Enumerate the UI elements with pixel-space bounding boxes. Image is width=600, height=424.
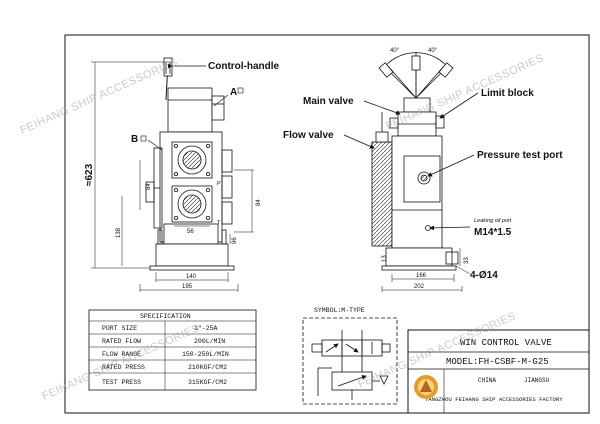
symbol-title: SYMBOL:M-TYPE bbox=[314, 307, 365, 314]
side-callouts bbox=[343, 92, 479, 231]
main-valve-label: Main valve bbox=[303, 96, 354, 107]
side-callout-text: Main valve Limit block Flow valve Pressu… bbox=[283, 88, 563, 238]
flow-valve-label: Flow valve bbox=[283, 130, 334, 141]
spec-row-name: FLOW RANGE bbox=[102, 351, 141, 358]
title-block-country: CHINA bbox=[478, 377, 496, 384]
spec-row-value: 315KGF/CM2 bbox=[188, 379, 227, 386]
hydraulic-symbol: SYMBOL:M-TYPE bbox=[302, 307, 398, 405]
spec-row-value: 210KGF/CM2 bbox=[188, 364, 227, 371]
front-dimension-text: ≈623 138 140 195 56 84 84 96 bbox=[84, 163, 262, 290]
front-view bbox=[145, 57, 235, 271]
overall-height-dim: ≈623 bbox=[84, 163, 95, 186]
dim-202: 202 bbox=[414, 284, 425, 290]
callout-control-handle: Control-handle bbox=[168, 61, 280, 72]
title-block-title: WIN CONTROL VALVE bbox=[460, 338, 552, 348]
limit-block-label: Limit block bbox=[481, 88, 534, 99]
title-block-model: MODEL:FH-CSBF-M-G25 bbox=[446, 357, 549, 367]
mount-holes-label: 4-Ø14 bbox=[470, 270, 498, 281]
control-handle-label: Control-handle bbox=[208, 61, 280, 72]
angle-left: 40° bbox=[390, 48, 400, 54]
spec-row-name: PORT SIZE bbox=[102, 325, 137, 332]
side-dimensions bbox=[381, 248, 471, 292]
spec-table: SPECIFICATION PORT SIZE 1"-25A RATED FLO… bbox=[88, 309, 257, 391]
leaking-oil-port-label: Leaking oil port bbox=[474, 218, 512, 224]
dim-140: 140 bbox=[186, 274, 197, 280]
port-p-label: P bbox=[217, 181, 221, 187]
pressure-test-port-label: Pressure test port bbox=[477, 150, 563, 161]
dim-56: 56 bbox=[187, 229, 194, 235]
dim-84-right: 84 bbox=[256, 199, 262, 206]
spec-row-value: 1"-25A bbox=[194, 325, 218, 332]
spec-row-name: RATED PRESS bbox=[102, 364, 145, 371]
dim-84-left: 84 bbox=[146, 183, 152, 190]
title-block-company: YANGZHOU FEIHANG SHIP ACCESSORIES FACTOR… bbox=[425, 396, 563, 403]
port-t-label: T bbox=[217, 220, 221, 226]
title-block-province: JIANGSU bbox=[524, 377, 550, 384]
port-a-label: A bbox=[230, 87, 237, 98]
spec-row-value: 150-250L/MIN bbox=[182, 351, 229, 358]
side-view bbox=[371, 52, 459, 271]
drawing-border bbox=[64, 34, 590, 414]
spec-title: SPECIFICATION bbox=[140, 313, 191, 320]
front-dimensions bbox=[91, 61, 254, 292]
dim-195: 195 bbox=[182, 284, 193, 290]
front-port-labels: A B P T bbox=[131, 87, 244, 226]
company-logo-icon bbox=[414, 375, 438, 399]
angle-right: 40° bbox=[428, 48, 438, 54]
spec-row-value: 200L/MIN bbox=[194, 338, 225, 345]
dim-96: 96 bbox=[232, 237, 238, 244]
dim-13: 13 bbox=[382, 255, 388, 262]
dim-138: 138 bbox=[116, 227, 122, 238]
dim-166: 166 bbox=[416, 273, 427, 279]
spec-row-name: RATED FLOW bbox=[102, 338, 141, 345]
side-dimension-text: 40° 40° 166 202 33 13 4-Ø14 bbox=[382, 48, 498, 290]
title-block: WIN CONTROL VALVE MODEL:FH-CSBF-M-G25 CH… bbox=[407, 329, 590, 414]
leak-thread-label: M14*1.5 bbox=[474, 227, 512, 238]
dim-33: 33 bbox=[464, 257, 470, 264]
spec-row-name: TEST PRESS bbox=[102, 379, 141, 386]
port-b-label: B bbox=[131, 134, 138, 145]
watermark-text: FEIHANG SHIP ACCESSORIES bbox=[18, 56, 179, 137]
